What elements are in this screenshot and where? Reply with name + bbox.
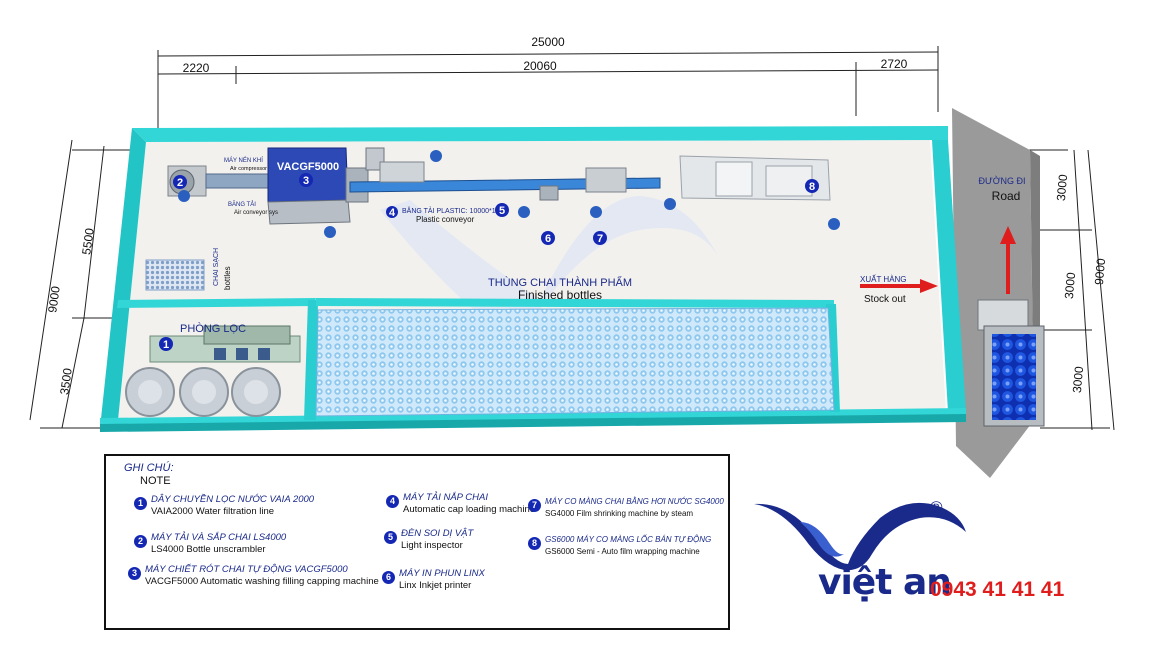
- note-en-3: VACGF5000 Automatic washing filling capp…: [145, 576, 379, 587]
- clean-bottles-label-en: bottles: [223, 266, 232, 290]
- note-vi-4: MÁY TẢI NẮP CHAI: [403, 492, 488, 503]
- watermark-logo: [380, 196, 720, 340]
- dim-seg-left: 2220: [183, 61, 210, 75]
- dim-seg-mid: 20060: [523, 59, 557, 73]
- machine-name-label: VACGF5000: [277, 161, 339, 173]
- finished-bottles-label-en: Finished bottles: [518, 288, 602, 302]
- svg-text:3: 3: [303, 175, 309, 187]
- water-tanks: [125, 367, 281, 417]
- wall-top: [132, 126, 948, 142]
- dim-right-2: 3000: [1062, 271, 1078, 299]
- dim-left-total: 9000: [45, 285, 63, 314]
- marker-2: 2: [173, 175, 187, 189]
- marker-7: 7: [593, 231, 607, 245]
- brand-name: việt an: [818, 562, 952, 603]
- note-num-7: 7: [528, 499, 541, 512]
- note-en-2: LS4000 Bottle unscrambler: [151, 544, 266, 555]
- dim-seg-right: 2720: [881, 57, 908, 71]
- svg-text:7: 7: [597, 233, 603, 245]
- note-en-8: GS6000 Semi - Auto film wrapping machine: [545, 547, 700, 556]
- dim-left-top: 5500: [79, 227, 97, 256]
- wall-finished-left: [304, 300, 318, 420]
- registered-mark: ®: [930, 498, 943, 517]
- brand-wave-logo: [754, 502, 966, 571]
- note-vi-8: GS6000 MÁY CO MÀNG LỐC BÁN TỰ ĐỘNG: [545, 535, 712, 544]
- stock-out-label-en: Stock out: [864, 294, 906, 305]
- compressor-label-vi: MÁY NÉN KHÍ: [224, 157, 263, 164]
- brand-phone: 0943 41 41 41: [930, 578, 1065, 601]
- note-vi-3: MÁY CHIẾT RÓT CHAI TỰ ĐỘNG VACGF5000: [145, 564, 348, 575]
- svg-text:6: 6: [545, 233, 551, 245]
- note-en-4: Automatic cap loading machine: [403, 504, 536, 515]
- note-vi-7: MÁY CO MÀNG CHAI BẰNG HƠI NƯỚC SG4000: [545, 497, 724, 506]
- clean-bottles-label-vi: CHAI SẠCH: [213, 248, 220, 286]
- note-vi-6: MÁY IN PHUN LINX: [399, 568, 485, 579]
- workers: [178, 150, 840, 238]
- note-num-6: 6: [382, 571, 395, 584]
- brand-block: ® việt an 0943 41 41 41: [740, 492, 1070, 622]
- note-num-1: 1: [134, 497, 147, 510]
- note-num-2: 2: [134, 535, 147, 548]
- note-num-4: 4: [386, 495, 399, 508]
- svg-text:1: 1: [163, 339, 169, 351]
- dim-left-bottom: 3500: [57, 367, 75, 396]
- filter-room: [125, 325, 301, 417]
- wall-filter-room-top: [117, 298, 316, 308]
- note-title: GHI CHÚ:: [124, 462, 174, 474]
- finished-bottles-label-vi: THÙNG CHAI THÀNH PHẨM: [488, 276, 632, 289]
- wall-bottom-face: [100, 414, 966, 432]
- marker-4: 4: [386, 206, 398, 219]
- note-vi-1: DÂY CHUYỀN LỌC NƯỚC VAIA 2000: [151, 494, 315, 505]
- number-markers: 1 2 3 4 5 6 7 8: [159, 173, 819, 351]
- air-conveyor-label-vi: BĂNG TẢI: [228, 201, 256, 208]
- note-num-3: 3: [128, 567, 141, 580]
- marker-3: 3: [299, 173, 313, 187]
- note-vi-2: MÁY TẢI VÀ SẮP CHAI LS4000: [151, 532, 287, 543]
- note-en-7: SG4000 Film shrinking machine by steam: [545, 509, 694, 518]
- road-arrow: [1000, 226, 1016, 294]
- svg-text:4: 4: [389, 207, 396, 219]
- svg-text:2: 2: [177, 177, 183, 189]
- dim-right-1: 3000: [1054, 173, 1070, 201]
- note-num-8: 8: [528, 537, 541, 550]
- road-label-en: Road: [992, 189, 1021, 203]
- marker-5: 5: [495, 203, 509, 217]
- dimension-lines: [29, 46, 1115, 431]
- clean-bottles-pallet: [145, 259, 205, 291]
- diagram-labels: MÁY NÉN KHÍ Air compressor BĂNG TẢI Air …: [180, 157, 1025, 335]
- plastic-conveyor-label-en: Plastic conveyor: [416, 215, 475, 224]
- filter-room-label: PHÒNG LỌC: [180, 322, 246, 335]
- plastic-conveyor: [349, 177, 661, 193]
- marker-8: 8: [805, 179, 819, 193]
- wall-right: [932, 140, 966, 412]
- note-en-1: VAIA2000 Water filtration line: [151, 506, 275, 517]
- truck: [977, 299, 1045, 427]
- finished-bottles-grid: [315, 307, 835, 417]
- compressor-label-en: Air compressor: [230, 166, 267, 172]
- legend-note-box: GHI CHÚ: NOTE 1 DÂY CHUYỀN LỌC NƯỚC VAIA…: [104, 454, 730, 630]
- dim-right-3: 3000: [1070, 365, 1086, 393]
- svg-text:5: 5: [499, 205, 505, 217]
- svg-text:8: 8: [809, 181, 815, 193]
- stock-out-label-vi: XUẤT HÀNG: [860, 274, 907, 284]
- marker-1: 1: [159, 337, 173, 351]
- road-label-vi: ĐƯỜNG ĐI: [979, 176, 1026, 186]
- note-en-5: Light inspector: [401, 540, 463, 551]
- dim-right-total: 9000: [1092, 257, 1108, 285]
- stock-out-arrow: [860, 279, 938, 293]
- marker-6: 6: [541, 231, 555, 245]
- plastic-conveyor-label-vi: BĂNG TẢI PLASTIC: 10000*160: [402, 206, 504, 215]
- note-en-6: Linx Inkjet printer: [399, 580, 472, 591]
- dimension-labels: 25000 2220 20060 2720 9000 5500 3500 900…: [45, 35, 1108, 396]
- wall-finished-top: [316, 298, 834, 308]
- production-line: [167, 147, 831, 225]
- note-vi-5: ĐÈN SOI DỊ VẬT: [401, 528, 474, 539]
- air-conveyor-label-en: Air conveyor sys: [234, 210, 278, 216]
- note-subtitle: NOTE: [140, 475, 171, 487]
- dim-total-width: 25000: [531, 35, 565, 49]
- wall-left: [100, 128, 146, 428]
- note-num-5: 5: [384, 531, 397, 544]
